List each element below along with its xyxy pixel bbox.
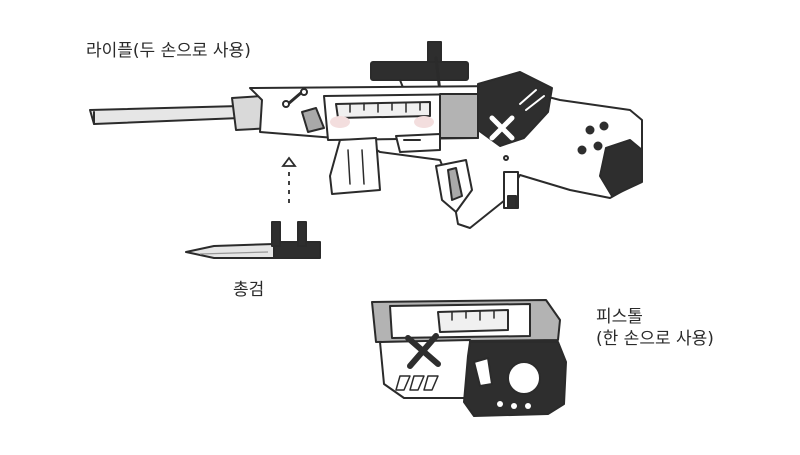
bayonet-blade <box>185 243 277 259</box>
rifle-barrel <box>89 105 241 125</box>
pistol-label: 피스톨 (한 손으로 사용) <box>596 306 714 350</box>
rifle-label: 라이플(두 손으로 사용) <box>86 41 251 61</box>
pistol-label-usage: (한 손으로 사용) <box>596 329 714 349</box>
rifle-butt-pad <box>599 139 643 197</box>
rifle-grip <box>329 137 381 195</box>
rifle-drawing <box>89 41 643 229</box>
rifle-scope <box>370 61 469 81</box>
pistol-x-mark <box>405 333 441 369</box>
attach-arrow-icon <box>281 156 297 206</box>
bayonet-drawing <box>185 221 321 259</box>
pistol-label-name: 피스톨 <box>596 307 643 327</box>
bayonet-label: 총검 <box>233 280 265 300</box>
rifle-trigger-guard <box>395 133 441 153</box>
pistol-drawing <box>371 299 567 417</box>
rifle-stock-shield <box>477 71 553 147</box>
pistol-trigger-ring <box>507 361 541 395</box>
bone-decal-icon <box>286 90 304 106</box>
